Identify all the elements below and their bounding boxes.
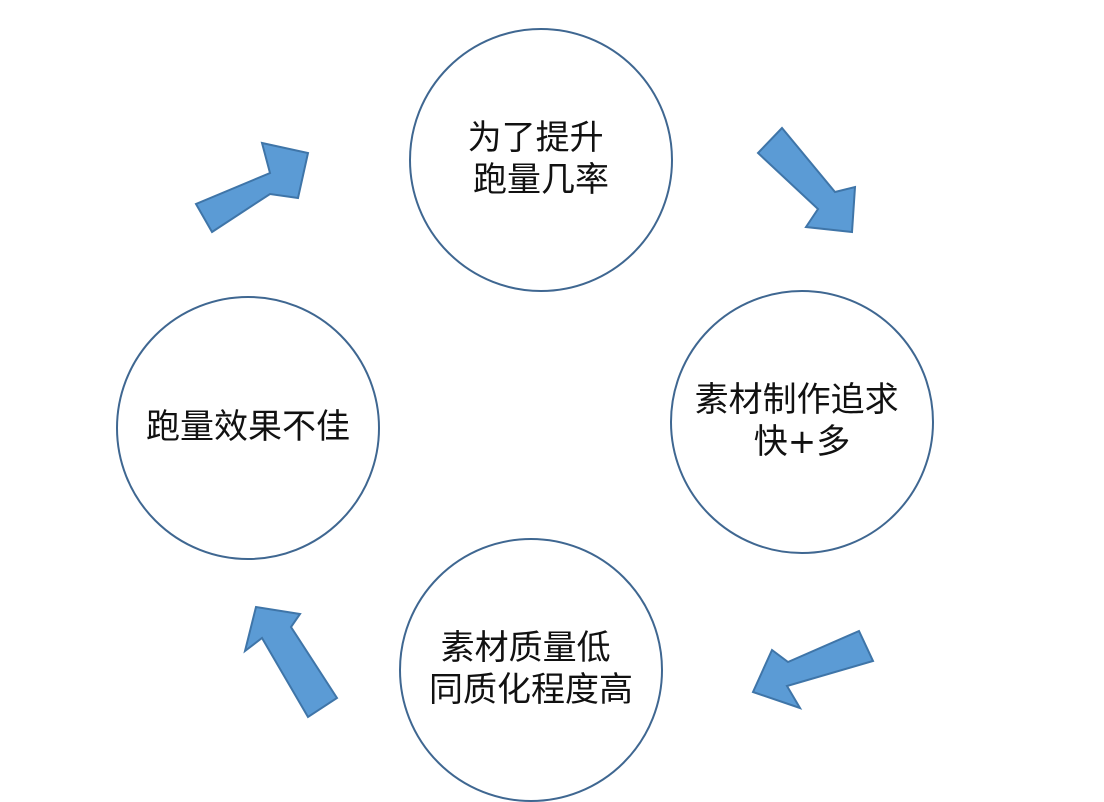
node-right: 素材制作追求 快+多: [670, 290, 934, 554]
node-left-circle: [116, 296, 380, 560]
arrow-bottom-to-left: [243, 605, 339, 719]
node-right-line-1: 素材制作追求: [695, 379, 899, 419]
node-top-text: 为了提升 跑量几率: [468, 117, 615, 199]
node-bottom-text: 素材质量低 同质化程度高: [429, 627, 633, 709]
arrows: [194, 126, 875, 719]
arrow-left-to-top: [194, 141, 310, 234]
node-bottom: 素材质量低 同质化程度高: [399, 538, 663, 802]
node-right-circle: [670, 290, 934, 554]
arrow-right-to-bottom: [751, 629, 875, 710]
node-right-text: 素材制作追求 快+多: [695, 379, 910, 461]
node-top-circle: [409, 28, 673, 292]
node-bottom-line-2: 同质化程度高: [429, 670, 633, 710]
node-top-line-2: 跑量几率: [473, 160, 609, 200]
node-top-line-1: 为了提升: [468, 117, 604, 157]
node-top: 为了提升 跑量几率: [409, 28, 673, 292]
node-right-line-2: 快+多: [754, 422, 851, 462]
arrow-top-to-right: [756, 126, 857, 234]
node-bottom-circle: [399, 538, 663, 802]
node-left-line-1: 跑量效果不佳: [146, 407, 350, 447]
node-left: 跑量效果不佳: [116, 296, 380, 560]
node-left-text: 跑量效果不佳: [146, 407, 350, 447]
node-bottom-line-1: 素材质量低: [441, 627, 611, 667]
